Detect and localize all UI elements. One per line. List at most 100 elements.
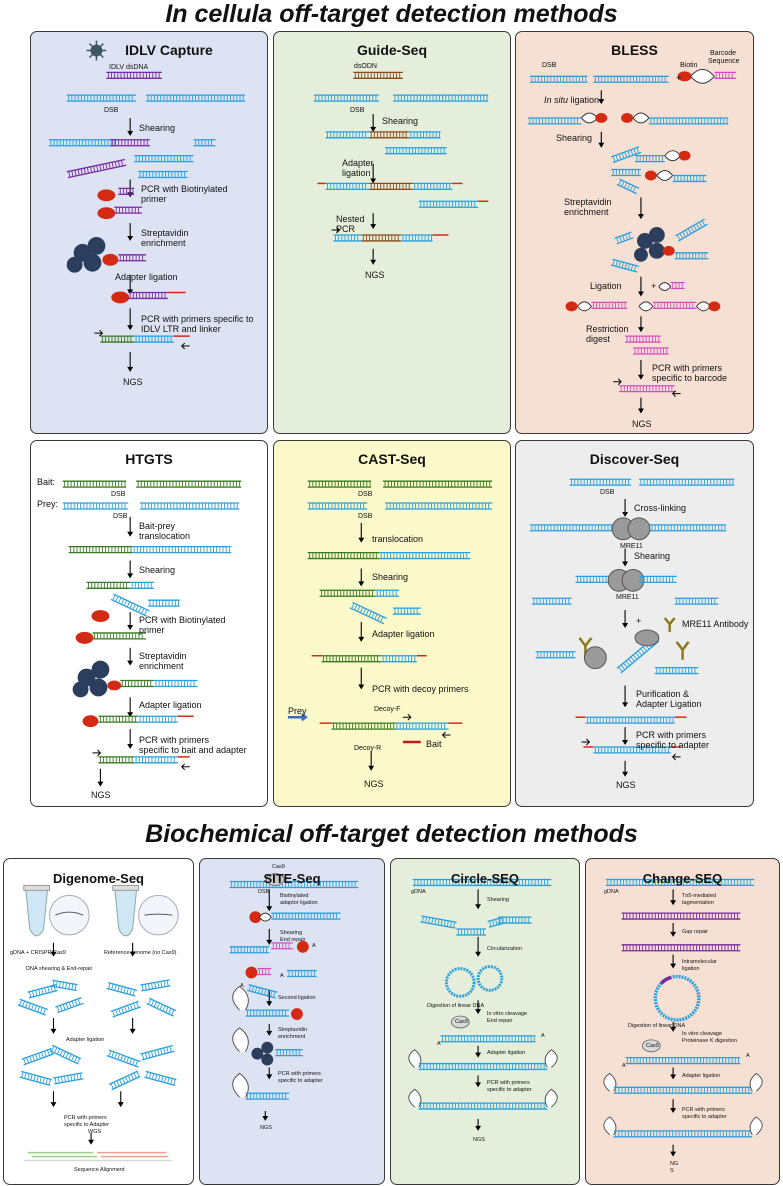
dig-ad-l2 [49,1044,82,1065]
panel-circle-seq: Circle-SEQ gDNA Shearing Circularization… [390,858,580,1185]
htgts-strep-2: enrichment [139,661,184,671]
idlv-biotin-frag [118,187,135,195]
idlv-arrow-3 [127,223,134,241]
site-arrow-4 [266,1023,273,1036]
circle-cas9-label: Cas9 [455,1019,468,1025]
dig-arrow-5 [50,1091,57,1108]
htgts-arrow-7 [97,768,104,787]
htgts-ngs: NGS [91,790,111,800]
idlv-pcr-final-1: PCR with primers specific to [141,314,254,324]
cast-bait-right [383,480,493,488]
circle-frag-2 [456,928,486,936]
bless-title: BLESS [611,42,658,58]
cast-dsb-1: DSB [358,491,373,498]
dig-frag-l2 [51,979,78,992]
htgts-arrow-5 [127,697,134,718]
change-pcr-1: PCR with primers [682,1107,725,1113]
site-shearing-2: End repair [280,937,306,943]
guide-adapter-1: Adapter [342,158,374,168]
cast-arrow-5 [368,750,375,771]
bless-restriction-1: Restriction [586,324,629,334]
circle-frag-1 [420,915,457,929]
change-ngs-1: NG [670,1161,679,1167]
idlv-dsdna-label: IDLV dsDNA [109,64,149,71]
idlv-diagram [48,40,246,372]
disc-shear-1 [531,597,572,605]
circle-cleavage-1: In vitro cleavage [487,1011,528,1017]
site-second: Second ligation [278,995,316,1001]
cast-title: CAST-Seq [358,451,426,467]
digenome-alignment-reads [23,1151,173,1162]
digenome-left-label: gDNA + CRISPR/Cas9 [10,950,66,956]
bless-strep-3 [674,252,709,260]
discover-title: Discover-Seq [589,451,680,467]
discover-antibody: MRE11 Antibody [682,619,749,629]
idlv-frag-1 [48,139,117,147]
disc-dna-right [638,478,735,486]
circle-cas9-icon [450,1015,470,1029]
dig-arrow-2 [129,942,136,957]
bless-pcr-2: specific to barcode [652,373,728,383]
htgts-shear-b [130,581,154,589]
dig-frag-r2 [140,979,171,992]
circle-pcr-1: PCR with primers [487,1080,530,1086]
site-shear-5 [247,983,278,999]
bless-digest-2 [633,347,669,355]
circle-gdna [412,878,552,887]
disc-shear-2 [575,575,614,583]
site-pcr-1: PCR with primers [278,1071,321,1077]
dig-frag-r3 [110,1000,141,1018]
disc-ab-1 [535,651,576,659]
circle-pcr [418,1102,548,1110]
htgts-dsb-2: DSB [113,513,128,520]
dig-ad-r1 [106,1049,141,1068]
bless-strep-2-label: enrichment [564,207,609,217]
disc-cross-right [646,524,727,532]
cast-arrow-2 [358,568,365,587]
bless-biotin-bead [677,71,692,82]
idlv-adapter-label: Adapter ligation [115,272,178,282]
guide-arrow-2 [370,163,377,184]
site-streptavidin [251,1041,274,1066]
guide-pcr-a [333,234,362,242]
guide-arrow-3 [370,213,377,230]
change-gap-label: Gap repair [682,929,708,935]
guide-pcr-b [361,234,401,242]
disc-antibody-icon [663,617,676,632]
circle-shearing: Shearing [487,897,510,903]
bless-plus-2: + [651,281,657,291]
circle-ngs: NGS [473,1137,485,1143]
cast-decoy-r: Decoy-R [354,745,382,752]
htgts-pcr-biotin-1: PCR with Biotinylated [139,615,226,625]
change-gap [621,944,741,952]
change-arrow-5 [670,1067,677,1080]
guide-dsodn-label: dsODN [354,63,377,70]
idlv-frag-4 [193,139,216,147]
idlv-frag-6 [138,170,188,179]
htgts-arrow-3 [127,612,134,630]
discover-mre11-a: MRE11 [620,543,643,550]
circle-digest: Digestion of linear DNA [427,1003,485,1009]
bless-arrow-2 [598,131,605,148]
bless-ngs: NGS [632,419,652,429]
site-second [245,1009,290,1017]
site-arrow-5 [266,1067,273,1080]
cast-shear-b [375,589,399,597]
guide-arrow-1 [370,114,377,132]
discover-diagram [529,478,735,777]
htgts-pcr-2: specific to bait and adapter [139,745,247,755]
digenome-alignment: Sequence Alignment [74,1167,125,1173]
site-cas9-icon [265,873,285,886]
circle-arrow-3 [475,1000,482,1015]
idlv-arrow-5 [127,308,134,331]
dig-arrow-7 [88,1132,95,1145]
circle-cleaved [440,1035,536,1043]
guide-title: Guide-Seq [356,42,427,58]
digenome-right-label: Reference genome (no Cas9) [104,950,177,956]
change-digest: Digestion of linear DNA [628,1023,686,1029]
change-tn5-1: Tn5-mediated [682,893,716,899]
guide-frag-2 [369,131,409,139]
cast-pcr-b [394,722,449,730]
site-arrow-2 [266,929,273,945]
discover-pcr-2: specific to adapter [636,740,710,750]
